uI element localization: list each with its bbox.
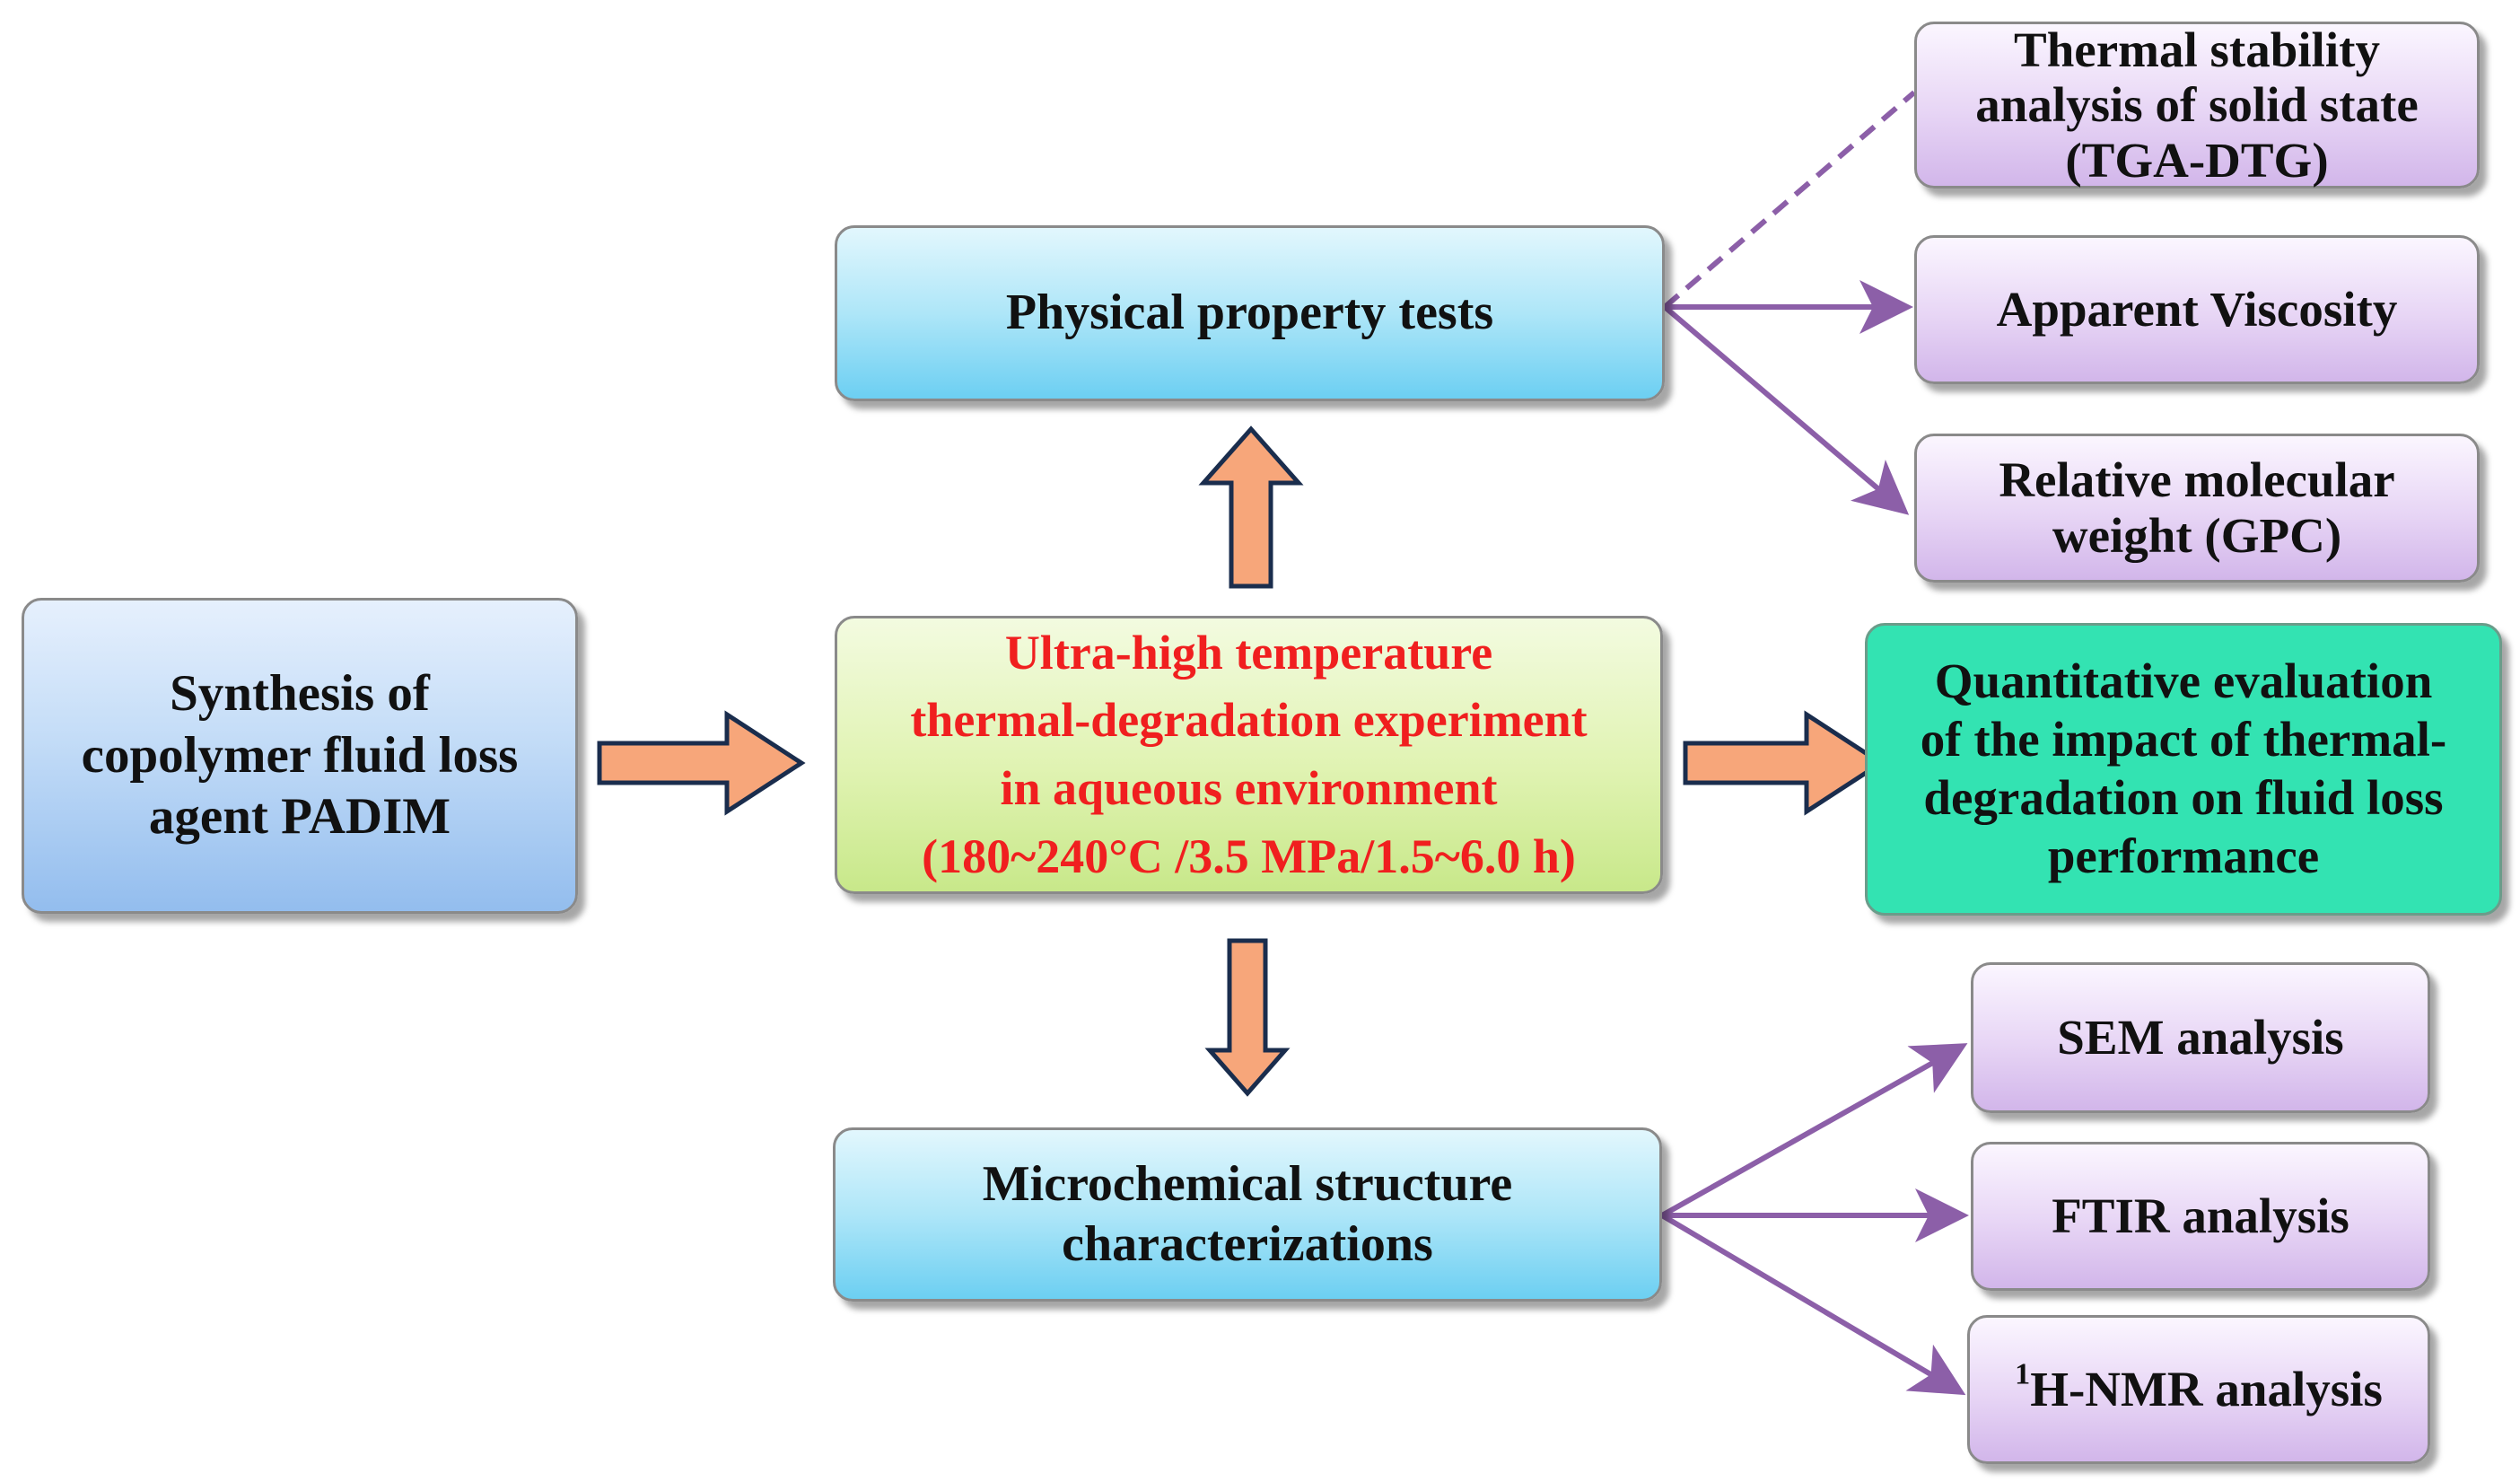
gpc-line: weight (GPC) bbox=[2052, 508, 2342, 563]
quantitative-line: performance bbox=[2047, 828, 2320, 883]
sem-label: SEM analysis bbox=[2057, 1010, 2344, 1065]
experiment-box: Ultra-high temperature thermal-degradati… bbox=[835, 616, 1663, 894]
connector-tga-dashed bbox=[1663, 90, 1916, 310]
connector-nmr bbox=[1660, 1213, 1966, 1396]
experiment-line: Ultra-high temperature bbox=[1004, 625, 1493, 680]
connector-gpc bbox=[1663, 304, 1910, 515]
nmr-label: 1H-NMR analysis bbox=[2015, 1357, 2383, 1419]
tga-line: (TGA-DTG) bbox=[2065, 132, 2329, 188]
experiment-conditions: (180~240°C /3.5 MPa/1.5~6.0 h) bbox=[922, 829, 1576, 883]
physical-property-title: Physical property tests bbox=[1005, 285, 1494, 341]
synthesis-box: Synthesis of copolymer fluid loss agent … bbox=[22, 598, 578, 914]
arrow-experiment-to-physical bbox=[1198, 425, 1304, 589]
experiment-line: in aqueous environment bbox=[1000, 761, 1498, 815]
microchemical-line: characterizations bbox=[1062, 1216, 1433, 1272]
physical-property-box: Physical property tests bbox=[835, 225, 1665, 401]
ftir-label: FTIR analysis bbox=[2052, 1188, 2349, 1243]
arrow-experiment-to-microchemical bbox=[1204, 938, 1291, 1097]
gpc-box: Relative molecular weight (GPC) bbox=[1914, 434, 2480, 583]
sem-analysis-box: SEM analysis bbox=[1971, 962, 2430, 1113]
arrow-experiment-to-quantitative bbox=[1683, 710, 1886, 816]
quantitative-evaluation-box: Quantitative evaluation of the impact of… bbox=[1865, 623, 2502, 916]
connector-sem bbox=[1660, 1043, 1968, 1218]
microchemical-line: Microchemical structure bbox=[982, 1155, 1513, 1212]
tga-line: analysis of solid state bbox=[1975, 77, 2419, 133]
quantitative-line: of the impact of thermal- bbox=[1920, 712, 2447, 767]
experiment-line: thermal-degradation experiment bbox=[910, 693, 1588, 748]
arrow-synthesis-to-experiment bbox=[597, 710, 806, 816]
apparent-viscosity-box: Apparent Viscosity bbox=[1914, 235, 2480, 384]
tga-line: Thermal stability bbox=[2014, 22, 2380, 77]
nmr-superscript: 1 bbox=[2015, 1357, 2031, 1391]
nmr-analysis-box: 1H-NMR analysis bbox=[1967, 1315, 2430, 1464]
tga-dtg-box: Thermal stability analysis of solid stat… bbox=[1914, 22, 2480, 189]
synthesis-line: agent PADIM bbox=[148, 788, 451, 846]
ftir-analysis-box: FTIR analysis bbox=[1971, 1142, 2430, 1291]
viscosity-label: Apparent Viscosity bbox=[1996, 282, 2398, 337]
microchemical-box: Microchemical structure characterization… bbox=[833, 1127, 1662, 1302]
synthesis-line: Synthesis of bbox=[170, 665, 430, 723]
quantitative-line: degradation on fluid loss bbox=[1923, 770, 2444, 825]
synthesis-line: copolymer fluid loss bbox=[81, 726, 519, 784]
quantitative-line: Quantitative evaluation bbox=[1934, 653, 2433, 709]
gpc-line: Relative molecular bbox=[1999, 452, 2395, 508]
nmr-label-text: H-NMR analysis bbox=[2030, 1362, 2383, 1416]
